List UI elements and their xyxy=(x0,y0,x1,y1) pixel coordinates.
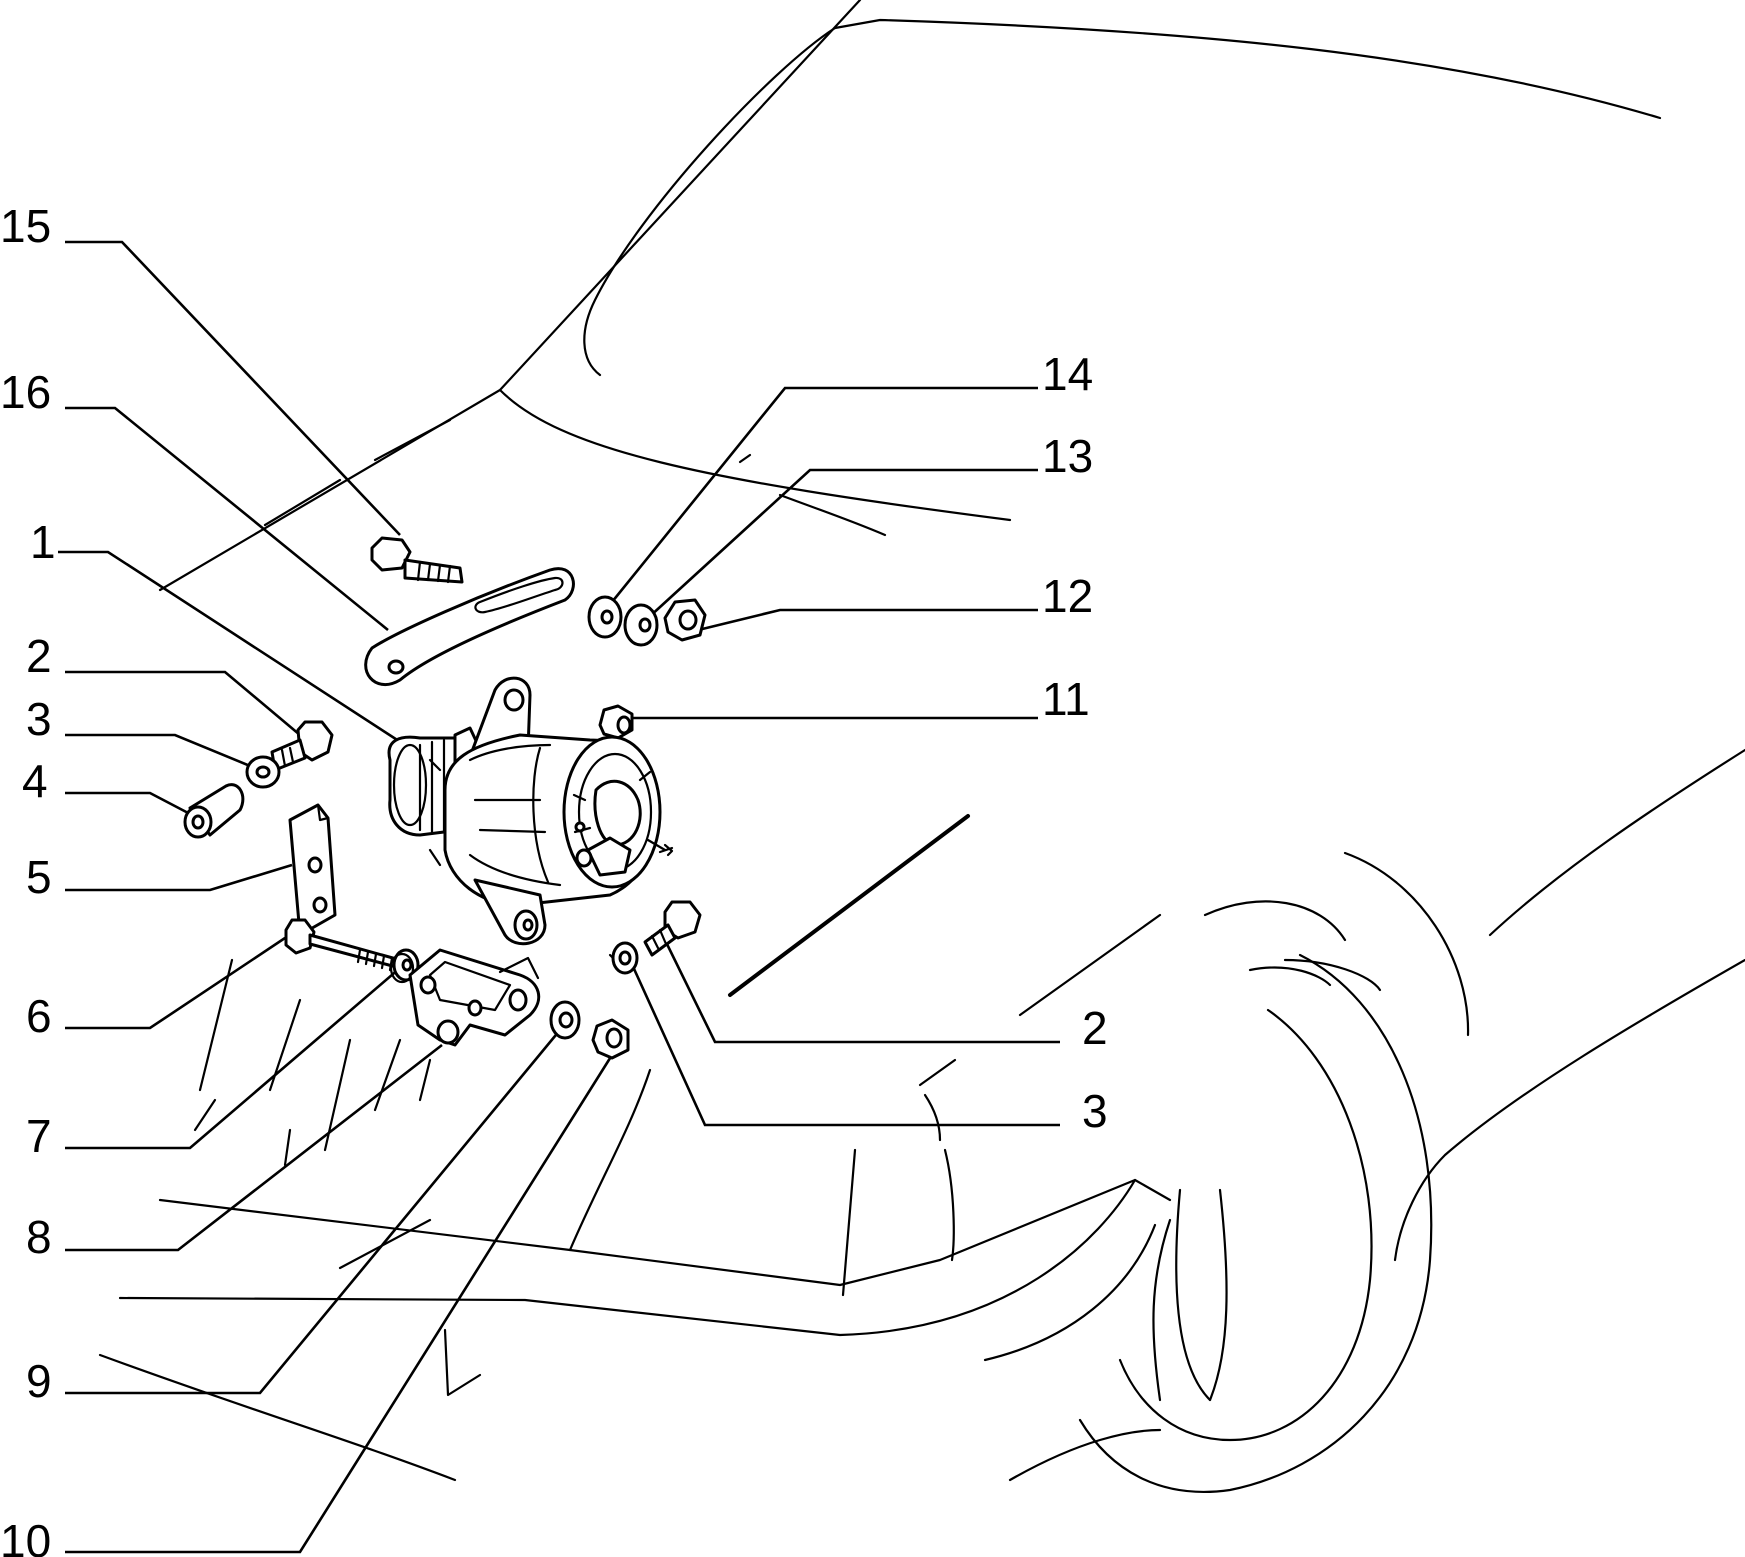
callout-1: 1 xyxy=(30,516,56,568)
part-15-bolt-icon xyxy=(370,536,464,584)
part-16-slotted-bracket-icon xyxy=(364,567,575,687)
callout-12: 12 xyxy=(1042,570,1093,622)
callout-labels: 15 16 1 2 3 4 5 6 7 8 9 10 14 13 12 11 2… xyxy=(0,200,1108,1557)
part-2-bolt-icon xyxy=(270,720,334,772)
alternator-icon xyxy=(387,676,674,946)
leader-lines xyxy=(58,240,1060,1554)
car-front-outline-icon xyxy=(98,0,1745,1493)
callout-8: 8 xyxy=(26,1211,52,1263)
callout-6: 6 xyxy=(26,990,52,1042)
part-13-washer-icon xyxy=(623,603,659,647)
callout-3-left: 3 xyxy=(26,693,52,745)
part-3-right-washer-icon xyxy=(611,941,639,975)
part-9-spacer-icon xyxy=(549,1000,581,1040)
part-5-plate-icon xyxy=(288,803,337,937)
callout-9: 9 xyxy=(26,1355,52,1407)
callout-2-right: 2 xyxy=(1082,1002,1108,1054)
callout-11: 11 xyxy=(1042,673,1090,725)
part-10-nut-icon xyxy=(591,1018,630,1060)
callout-14: 14 xyxy=(1042,348,1093,400)
part-2-right-bolt-icon xyxy=(643,900,702,957)
callout-4: 4 xyxy=(22,755,48,807)
part-6-long-bolt-icon xyxy=(284,918,402,972)
callout-16: 16 xyxy=(0,366,51,418)
callout-7: 7 xyxy=(26,1110,52,1162)
callout-10: 10 xyxy=(0,1515,51,1557)
part-11-nut-icon xyxy=(598,704,634,740)
callout-15: 15 xyxy=(0,200,51,252)
part-4-spacer-icon xyxy=(183,783,245,839)
part-3-washer-icon xyxy=(245,755,281,789)
callout-2-left: 2 xyxy=(26,630,52,682)
callout-13: 13 xyxy=(1042,430,1093,482)
part-12-nut-icon xyxy=(663,598,707,642)
part-14-washer-icon xyxy=(587,595,623,639)
callout-5: 5 xyxy=(26,851,52,903)
part-8-bracket-icon xyxy=(408,948,541,1047)
callout-3-right: 3 xyxy=(1082,1085,1108,1137)
